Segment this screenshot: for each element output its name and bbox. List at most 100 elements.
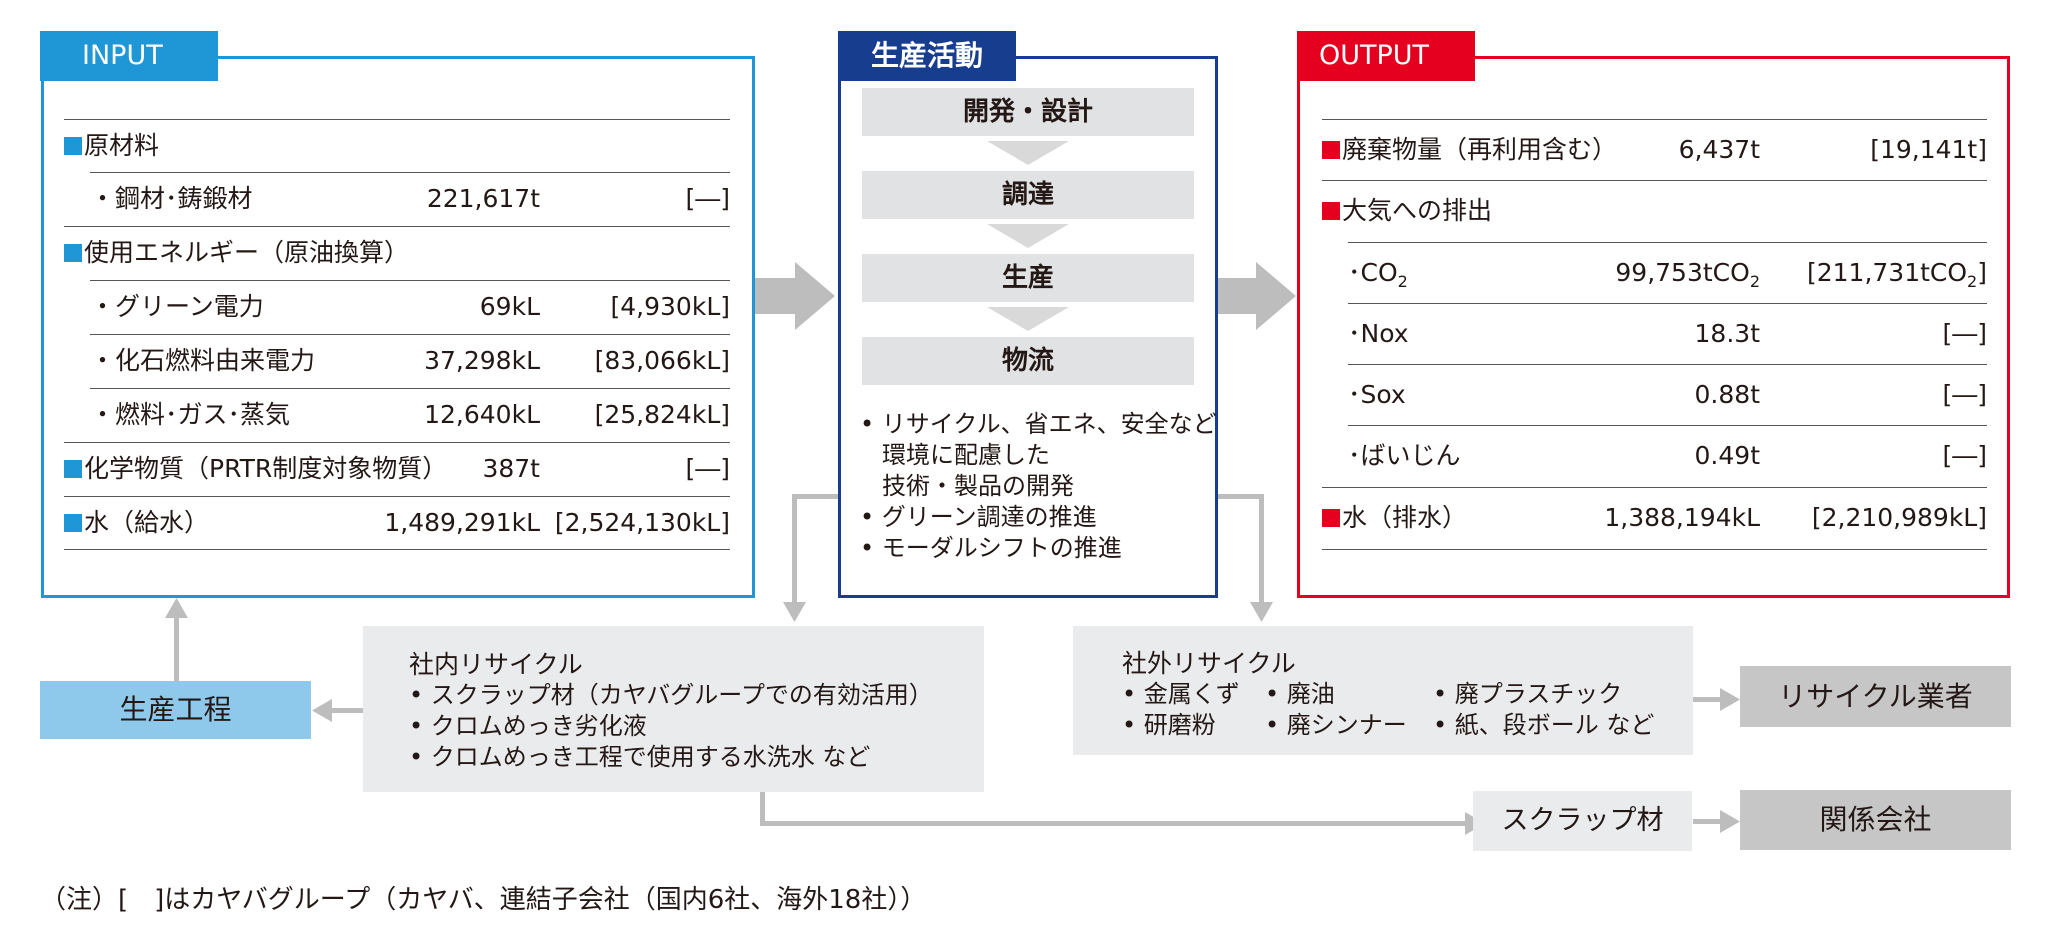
scrap-box: スクラップ材 <box>1473 791 1692 851</box>
waste-row: 廃棄物量（再利用含む） 6,437t [19,141t] <box>1322 119 1987 180</box>
waste-value: 6,437t <box>1678 135 1760 164</box>
step-logistics: 物流 <box>862 337 1194 385</box>
input-rule <box>64 549 730 550</box>
footnote: （注）[ ]はカヤバグループ（カヤバ、連結子会社（国内6社、海外18社）） <box>40 885 927 915</box>
raw-material-group-value: [―] <box>685 184 730 213</box>
raw-material-value: 221,617t <box>426 184 540 213</box>
input-rule <box>90 280 730 281</box>
nox-group-value: [―] <box>1942 319 1987 348</box>
energy-value: 37,298kL <box>424 346 540 375</box>
recyclers-label: リサイクル業者 <box>1778 680 1973 713</box>
connector-line <box>760 821 1466 826</box>
internal-recycle-item: • クロムめっき劣化液 <box>409 712 647 740</box>
production-tab: 生産活動 <box>838 31 1016 81</box>
input-panel <box>41 56 755 598</box>
red-square-icon <box>1322 509 1340 527</box>
output-tab-label: OUTPUT <box>1319 40 1430 71</box>
water-output-row: 水（排水） 1,388,194kL [2,210,989kL] <box>1322 487 1987 548</box>
blue-square-icon <box>64 244 82 262</box>
down-arrow-icon <box>1250 602 1273 622</box>
dust-value: 0.49t <box>1694 441 1760 470</box>
air-row-nox: ･Nox 18.3t [―] <box>1348 303 1987 364</box>
red-square-icon <box>1322 141 1340 159</box>
raw-material-label: ・鋼材･鋳鍛材 <box>90 184 253 213</box>
production-to-output-arrow-icon <box>1218 262 1296 330</box>
input-rule <box>64 119 730 120</box>
production-note: 技術・製品の開発 <box>882 472 1074 500</box>
air-title: 大気への排出 <box>1342 196 1493 225</box>
step-production: 生産 <box>862 254 1194 302</box>
right-arrow-icon <box>1720 688 1740 711</box>
input-rule <box>64 442 730 443</box>
energy-label: ・化石燃料由来電力 <box>90 346 316 375</box>
energy-row: ・燃料･ガス･蒸気 12,640kL [25,824kL] <box>90 388 730 442</box>
energy-row: ・化石燃料由来電力 37,298kL [83,066kL] <box>90 334 730 388</box>
sox-label: ･Sox <box>1348 380 1406 409</box>
step-arrow-icon <box>987 307 1069 331</box>
chemicals-group-value: [―] <box>685 454 730 483</box>
air-heading: 大気への排出 <box>1322 180 1987 241</box>
output-rule <box>1322 180 1987 181</box>
input-rule <box>64 226 730 227</box>
internal-recycle-title: 社内リサイクル <box>409 650 583 679</box>
production-note: • グリーン調達の推進 <box>860 503 1097 531</box>
down-arrow-icon <box>783 602 806 622</box>
energy-row: ・グリーン電力 69kL [4,930kL] <box>90 280 730 334</box>
external-recycle-item: • 廃油 <box>1265 680 1335 708</box>
external-recycle-title: 社外リサイクル <box>1122 649 1296 678</box>
blue-square-icon <box>64 137 82 155</box>
dust-label: ･ばいじん <box>1348 441 1461 470</box>
connector-line <box>760 792 765 826</box>
connector-line <box>174 617 179 681</box>
energy-value: 12,640kL <box>424 400 540 429</box>
production-note: • リサイクル、省エネ、安全など <box>860 410 1217 438</box>
energy-group-value: [4,930kL] <box>610 292 730 321</box>
energy-label: ・グリーン電力 <box>90 292 264 321</box>
sox-group-value: [―] <box>1942 380 1987 409</box>
connector-line <box>792 494 838 499</box>
input-rule <box>90 388 730 389</box>
dust-group-value: [―] <box>1942 441 1987 470</box>
external-recycle-item: • 金属くず <box>1122 680 1240 708</box>
nox-label: ･Nox <box>1348 319 1409 348</box>
energy-group-value: [83,066kL] <box>594 346 730 375</box>
chemicals-row: 化学物質（PRTR制度対象物質） 387t [―] <box>64 442 730 496</box>
output-rule <box>1322 549 1987 550</box>
internal-recycle-item: • スクラップ材（カヤバグループでの有効活用） <box>409 681 933 709</box>
water-input-value: 1,489,291kL <box>384 508 540 537</box>
scrap-label: スクラップ材 <box>1501 805 1664 836</box>
water-output-title: 水（排水） <box>1342 503 1468 532</box>
air-row-dust: ･ばいじん 0.49t [―] <box>1348 425 1987 486</box>
blue-square-icon <box>64 514 82 532</box>
production-note: • モーダルシフトの推進 <box>860 534 1122 562</box>
production-tab-label: 生産活動 <box>870 39 983 72</box>
process-box-label: 生産工程 <box>119 693 232 726</box>
co2-group-value: [211,731tCO <box>1806 258 1968 287</box>
raw-materials-heading: 原材料 <box>64 119 730 173</box>
energy-value: 69kL <box>479 292 540 321</box>
step-arrow-icon <box>987 224 1069 248</box>
input-tab: INPUT <box>40 31 218 81</box>
sox-value: 0.88t <box>1694 380 1760 409</box>
chemicals-title: 化学物質（PRTR制度対象物質） <box>84 454 448 483</box>
air-row-co2: ･CO2 99,753tCO2 [211,731tCO2] <box>1348 242 1987 303</box>
waste-group-value: [19,141t] <box>1870 135 1987 164</box>
connector-line <box>792 494 797 604</box>
production-note: 環境に配慮した <box>882 441 1050 469</box>
co2-value: 99,753tCO <box>1615 258 1750 287</box>
water-output-group-value: [2,210,989kL] <box>1811 503 1987 532</box>
output-tab: OUTPUT <box>1297 31 1475 81</box>
output-rule <box>1348 303 1987 304</box>
step-arrow-icon <box>987 141 1069 165</box>
water-output-value: 1,388,194kL <box>1604 503 1760 532</box>
output-panel <box>1297 56 2010 598</box>
recyclers-box: リサイクル業者 <box>1740 666 2011 727</box>
step-design-label: 開発・設計 <box>962 97 1093 127</box>
output-rule <box>1322 119 1987 120</box>
step-procurement: 調達 <box>862 171 1194 219</box>
co2-group-subscript: 2 <box>1967 272 1978 291</box>
co2-label-subscript: 2 <box>1397 272 1408 291</box>
output-rule <box>1348 364 1987 365</box>
energy-title: 使用エネルギー（原油換算） <box>84 238 410 267</box>
air-row-sox: ･Sox 0.88t [―] <box>1348 364 1987 425</box>
